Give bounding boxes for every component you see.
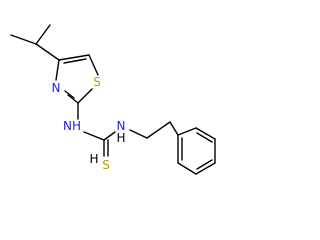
isopropyl-group [10,24,60,61]
amine-left-label: NH [63,119,81,133]
amine-right-label: N [117,119,126,133]
thione-sulfur-label: S [102,158,110,172]
thiazole-sulfur-label: S [93,75,101,89]
molecule-structure: N S NH N H S H [10,24,216,175]
thiazole-ring [55,54,99,104]
thiazole-nitrogen-label: N [52,81,61,95]
phenethyl-group [129,121,179,139]
amine-right-hydrogen-label: H [116,131,125,145]
benzene-ring [177,127,216,175]
thiourea-linker [77,102,116,157]
thione-hydrogen-label: H [89,152,98,166]
